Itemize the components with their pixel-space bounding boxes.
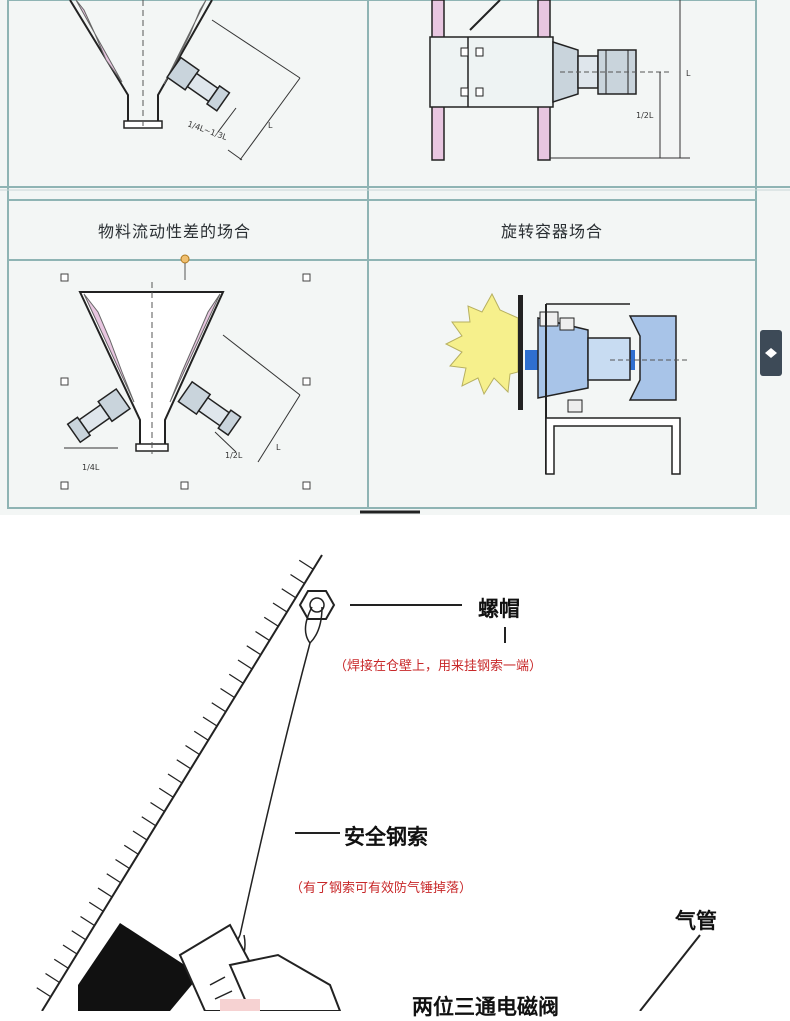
bottom-left-hopper: 1/4L 1/2L L xyxy=(60,254,311,490)
bottom-right-rotary xyxy=(444,292,690,475)
dim-l-top-left: L xyxy=(268,121,273,130)
label-air-pipe: 气管 xyxy=(675,909,717,933)
safety-cable xyxy=(239,642,311,936)
cell-title-poor-flow: 物料流动性差的场合 xyxy=(98,222,252,241)
dim-quarter-to-third: 1/4L~1/3L xyxy=(186,119,228,142)
installation-drawing xyxy=(36,554,701,1011)
burst-shape xyxy=(444,292,519,396)
chevron-right-icon xyxy=(771,348,777,358)
dim-quarter-l: 1/4L xyxy=(82,463,100,472)
application-diagrams: 1/4L~1/3L L 1/2L L xyxy=(0,0,790,514)
grid-frame xyxy=(0,0,790,509)
dim-half-l: 1/2L xyxy=(225,451,243,460)
label-safety-cable: 安全钢索 xyxy=(344,825,428,849)
note-safety-cable: （有了钢索可有效防气锤掉落） xyxy=(290,881,473,896)
chevron-left-icon xyxy=(765,348,771,358)
top-right-pipe: 1/2L L xyxy=(429,0,691,161)
air-hammer-body xyxy=(78,923,342,1011)
dim-l-top-right: L xyxy=(686,69,691,78)
label-nut: 螺帽 xyxy=(478,597,520,621)
installation-diagram: 螺帽 （焊接在仓壁上，用来挂钢索一端） 安全钢索 （有了钢索可有效防气锤掉落） … xyxy=(0,515,790,1019)
dim-half-l-top-right: 1/2L xyxy=(636,111,654,120)
top-left-hopper: 1/4L~1/3L L xyxy=(69,0,301,161)
dim-l-bottom-left: L xyxy=(276,443,281,452)
label-solenoid-valve: 两位三通电磁阀 xyxy=(412,995,559,1019)
cell-title-rotary-container: 旋转容器场合 xyxy=(501,222,604,241)
wall-hatching xyxy=(36,559,314,998)
note-nut: （焊接在仓壁上，用来挂钢索一端） xyxy=(334,659,543,674)
top-diagram-panel: 1/4L~1/3L L 1/2L L xyxy=(0,0,790,515)
